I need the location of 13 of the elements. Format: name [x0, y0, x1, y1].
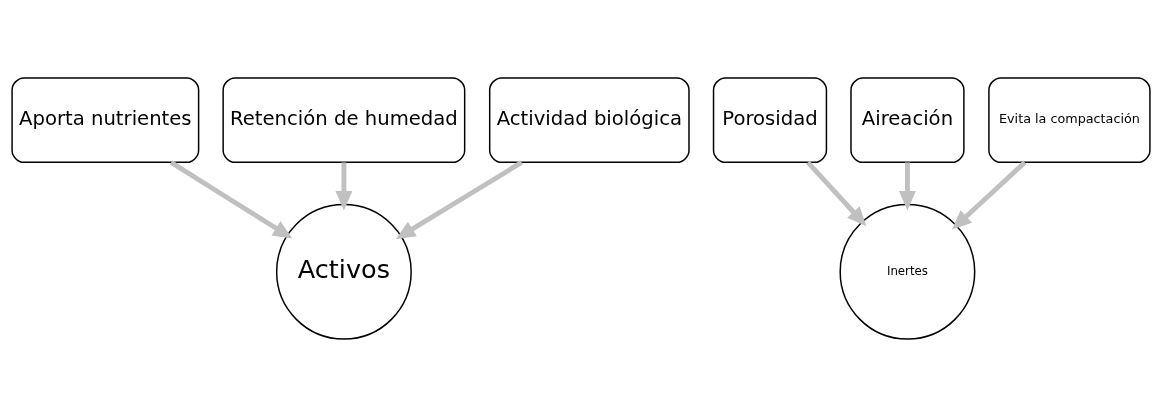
arrow — [806, 160, 867, 226]
node-box: Porosidad — [712, 76, 828, 163]
arrow — [952, 160, 1027, 230]
node-box: Evita la compactación — [988, 76, 1151, 163]
arrow — [169, 159, 293, 238]
node-box: Retención de humedad — [222, 76, 466, 163]
arrow — [898, 161, 916, 210]
arrow — [335, 161, 353, 210]
node-box: Aporta nutrientes — [11, 76, 200, 163]
node-box: Aireación — [850, 76, 965, 163]
arrow — [395, 159, 523, 239]
node-box: Actividad biológica — [488, 76, 690, 163]
node-circle: Activos — [275, 203, 412, 340]
